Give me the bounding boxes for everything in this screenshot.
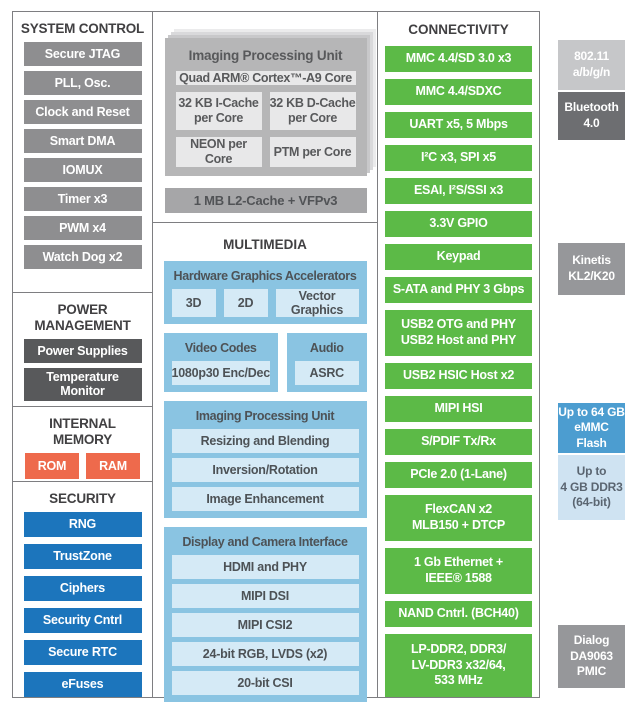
block-quad-cortex-a9: Quad ARM® Cortex™-A9 Core — [175, 71, 356, 85]
block-pwm: PWM x4 — [23, 215, 142, 240]
memory-row: ROM RAM — [25, 452, 140, 479]
block-efuses: eFuses — [23, 671, 142, 697]
section-cpu: Imaging Processing Unit Quad ARM® Cortex… — [152, 12, 378, 223]
panel-audio: Audio ASRC — [286, 332, 367, 392]
block-rng: RNG — [23, 511, 142, 537]
panel-graphics-accelerators: Hardware Graphics Accelerators 3D 2D Vec… — [163, 260, 367, 324]
block-esai-i2s: ESAI, I²S/SSI x3 — [385, 178, 532, 204]
block-inversion-rotation: Inversion/Rotation — [171, 457, 359, 482]
block-clock-and-reset: Clock and Reset — [23, 99, 142, 124]
block-trustzone: TrustZone — [23, 543, 142, 569]
block-ethernet-ieee1588: 1 Gb Ethernet + IEEE® 1588 — [385, 548, 532, 594]
block-nand-cntrl: NAND Cntrl. (BCH40) — [385, 601, 532, 627]
panel-title-video: Video Codes — [184, 340, 257, 355]
panel-display-camera-interface: Display and Camera Interface HDMI and PH… — [163, 526, 367, 702]
block-vector-graphics: Vector Graphics — [275, 288, 359, 317]
block-secure-rtc: Secure RTC — [23, 639, 142, 665]
section-internal-memory: INTERNAL MEMORY ROM RAM — [13, 406, 152, 481]
block-sata: S-ATA and PHY 3 Gbps — [385, 277, 532, 303]
block-kinetis: Kinetis KL2/K20 — [558, 243, 625, 295]
block-flexcan-mlb: FlexCAN x2 MLB150 + DTCP — [385, 495, 532, 541]
panel-title-audio: Audio — [309, 340, 344, 355]
block-rgb-lvds: 24-bit RGB, LVDS (x2) — [171, 641, 359, 666]
block-hdmi-phy: HDMI and PHY — [171, 554, 359, 579]
section-title-power-management: POWER MANAGEMENT — [34, 302, 131, 333]
block-dialog-pmic: Dialog DA9063 PMIC — [558, 625, 625, 688]
block-bluetooth: Bluetooth 4.0 — [558, 92, 625, 140]
block-ciphers: Ciphers — [23, 575, 142, 601]
block-asrc: ASRC — [294, 360, 359, 385]
block-pll-osc: PLL, Osc. — [23, 70, 142, 95]
gpu-row: 3D 2D Vector Graphics — [171, 288, 359, 317]
block-secure-jtag: Secure JTAG — [23, 41, 142, 66]
block-3d: 3D — [171, 288, 216, 317]
section-title-connectivity: CONNECTIVITY — [408, 22, 509, 37]
block-security-cntrl: Security Cntrl — [23, 607, 142, 633]
block-2d: 2D — [223, 288, 268, 317]
block-power-supplies: Power Supplies — [23, 338, 142, 363]
system-control-column: SYSTEM CONTROL Secure JTAG PLL, Osc. Clo… — [12, 11, 153, 698]
block-i2c-spi: I²C x3, SPI x5 — [385, 145, 532, 171]
block-mipi-csi2: MIPI CSI2 — [171, 612, 359, 637]
section-title-internal-memory: INTERNAL MEMORY — [49, 416, 116, 447]
section-power-management: POWER MANAGEMENT Power Supplies Temperat… — [13, 292, 152, 406]
video-audio-row: Video Codes 1080p30 Enc/Dec Audio ASRC — [163, 332, 367, 401]
block-mmc-sd: MMC 4.4/SD 3.0 x3 — [385, 46, 532, 72]
panel-video-codes: Video Codes 1080p30 Enc/Dec — [163, 332, 278, 392]
block-watchdog: Watch Dog x2 — [23, 244, 142, 269]
panel-title-ipu: Imaging Processing Unit — [195, 408, 335, 423]
neon-ptm-row: NEON per Core PTM per Core — [175, 137, 356, 167]
block-wifi-802-11: 802.11 a/b/g/n — [558, 40, 625, 90]
panel-title-display: Display and Camera Interface — [182, 534, 348, 549]
block-temperature-monitor: Temperature Monitor — [23, 367, 142, 401]
block-uart: UART x5, 5 Mbps — [385, 112, 532, 138]
block-dcache: 32 KB D-Cache per Core — [269, 92, 356, 130]
block-ddr3: Up to 4 GB DDR3 (64-bit) — [558, 455, 625, 520]
panel-imaging-processing-unit: Imaging Processing Unit Resizing and Ble… — [163, 400, 367, 518]
block-usb2-hsic: USB2 HSIC Host x2 — [385, 363, 532, 389]
connectivity-column: CONNECTIVITY MMC 4.4/SD 3.0 x3 MMC 4.4/S… — [377, 11, 540, 698]
block-mmc-sdxc: MMC 4.4/SDXC — [385, 79, 532, 105]
cpu-multimedia-column: Imaging Processing Unit Quad ARM® Cortex… — [151, 11, 379, 702]
block-resizing-blending: Resizing and Blending — [171, 428, 359, 453]
panel-title-graphics: Hardware Graphics Accelerators — [173, 268, 357, 283]
section-system-control: SYSTEM CONTROL Secure JTAG PLL, Osc. Clo… — [13, 21, 152, 292]
section-title-multimedia: MULTIMEDIA — [223, 236, 307, 252]
block-image-enhancement: Image Enhancement — [171, 486, 359, 511]
block-mipi-dsi: MIPI DSI — [171, 583, 359, 608]
block-icache: 32 KB I-Cache per Core — [175, 92, 262, 130]
block-timer: Timer x3 — [23, 186, 142, 211]
block-l2-cache: 1 MB L2-Cache + VFPv3 — [164, 188, 367, 213]
block-mipi-hsi: MIPI HSI — [385, 396, 532, 422]
block-keypad: Keypad — [385, 244, 532, 270]
block-spdif: S/PDIF Tx/Rx — [385, 429, 532, 455]
block-1080p30: 1080p30 Enc/Dec — [171, 360, 270, 385]
block-usb2-otg-host: USB2 OTG and PHY USB2 Host and PHY — [385, 310, 532, 356]
block-20bit-csi: 20-bit CSI — [171, 670, 359, 695]
section-security: SECURITY RNG TrustZone Ciphers Security … — [13, 481, 152, 703]
section-multimedia: MULTIMEDIA Hardware Graphics Accelerator… — [153, 223, 378, 702]
block-emmc-flash: Up to 64 GB eMMC Flash — [558, 403, 625, 453]
block-lpddr2-ddr3: LP-DDR2, DDR3/ LV-DDR3 x32/64, 533 MHz — [385, 634, 532, 697]
block-rom: ROM — [25, 452, 79, 479]
block-ram: RAM — [86, 452, 140, 479]
cpu-card-title: Imaging Processing Unit — [188, 48, 343, 63]
cpu-stacked-card: Imaging Processing Unit Quad ARM® Cortex… — [164, 38, 367, 176]
block-neon: NEON per Core — [175, 137, 262, 167]
block-pcie: PCIe 2.0 (1-Lane) — [385, 462, 532, 488]
section-title-system-control: SYSTEM CONTROL — [20, 21, 145, 36]
cache-row: 32 KB I-Cache per Core 32 KB D-Cache per… — [175, 92, 356, 130]
block-gpio: 3.3V GPIO — [385, 211, 532, 237]
block-iomux: IOMUX — [23, 157, 142, 182]
section-title-security: SECURITY — [49, 491, 116, 506]
block-smart-dma: Smart DMA — [23, 128, 142, 153]
block-ptm: PTM per Core — [269, 137, 356, 167]
